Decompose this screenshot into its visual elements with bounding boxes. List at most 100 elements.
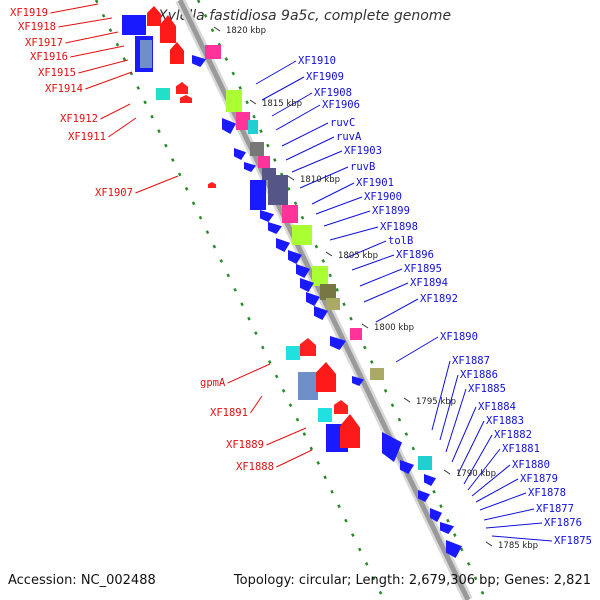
gene-feature-28 [276, 238, 290, 252]
reverse-gene-label: XF1899 [372, 205, 410, 217]
gene-feature-33 [326, 298, 340, 310]
gene-feature-6 [170, 42, 184, 64]
reverse-leader-line [475, 478, 519, 503]
gene-feature-56 [424, 474, 436, 486]
reverse-gene-label: XF1892 [420, 293, 458, 305]
reverse-leader-line [457, 420, 485, 475]
gene-feature-31 [312, 266, 328, 286]
scale-tick-label: 1790 kbp [456, 469, 496, 479]
gene-features [122, 6, 462, 558]
reverse-gene-label: XF1876 [544, 517, 582, 529]
reverse-leader-line [485, 522, 543, 529]
gene-feature-41 [286, 346, 300, 360]
reverse-gene-label: XF1880 [512, 459, 550, 471]
gene-feature-12 [192, 55, 206, 67]
reverse-leader-line [271, 92, 313, 117]
scale-tick-label: 1795 kbp [416, 397, 456, 407]
reverse-leader-line [275, 104, 321, 131]
forward-leader-line [50, 3, 99, 14]
gene-feature-32 [320, 284, 336, 300]
gene-feature-46 [334, 400, 348, 414]
reverse-gene-label: XF1884 [478, 401, 516, 413]
gene-feature-48 [340, 414, 360, 448]
reverse-leader-line [359, 268, 403, 287]
scale-tick-label: 1785 kbp [498, 541, 538, 551]
reverse-leader-line [431, 360, 451, 431]
gene-feature-18 [258, 156, 270, 168]
reverse-gene-label: ruvB [350, 161, 375, 173]
forward-gene-label: XF1916 [30, 51, 68, 63]
forward-leader-line [70, 45, 125, 58]
tick-mark [287, 175, 295, 181]
forward-gene-label: XF1912 [60, 113, 98, 125]
reverse-leader-line [439, 374, 459, 441]
gene-feature-34 [300, 278, 314, 292]
accession-text: Accession: NC_002488 [8, 573, 156, 588]
reverse-gene-label: XF1909 [306, 71, 344, 83]
gene-feature-55 [446, 540, 462, 558]
tick-mark [403, 397, 411, 403]
gene-feature-5 [160, 15, 176, 43]
gene-labels: XF1919XF1918XF1917XF1916XF1915XF1914XF19… [10, 3, 592, 547]
reverse-gene-label: XF1895 [404, 263, 442, 275]
tick-mark [325, 251, 333, 257]
forward-leader-line [78, 59, 129, 74]
reverse-gene-label: XF1906 [322, 99, 360, 111]
gene-feature-42 [300, 338, 316, 356]
forward-gene-label: XF1911 [68, 131, 106, 143]
reverse-leader-line [463, 434, 493, 485]
reverse-gene-label: XF1875 [554, 535, 592, 547]
forward-gene-label: gpmA [200, 377, 226, 389]
gene-feature-1 [147, 6, 161, 26]
gene-feature-8 [156, 88, 170, 100]
reverse-leader-line [395, 336, 439, 363]
gene-feature-15 [222, 118, 236, 134]
scale-tick-label: 1815 kbp [262, 99, 302, 109]
reverse-gene-label: XF1908 [314, 87, 352, 99]
forward-gene-label: XF1889 [226, 439, 264, 451]
forward-gene-label: XF1917 [25, 37, 63, 49]
gene-feature-53 [430, 508, 442, 522]
map-title: Xylella fastidiosa 9a5c, complete genome [158, 8, 452, 24]
reverse-gene-label: XF1883 [486, 415, 524, 427]
reverse-gene-label: XF1903 [344, 145, 382, 157]
gene-feature-54 [440, 522, 454, 534]
gene-feature-24 [282, 205, 298, 223]
gene-feature-38 [330, 336, 346, 350]
forward-leader-line [100, 103, 131, 120]
gene-feature-50 [400, 460, 414, 474]
reverse-leader-line [363, 282, 409, 303]
forward-leader-line [266, 427, 307, 446]
forward-gene-label: XF1919 [10, 7, 48, 19]
gene-feature-16 [248, 120, 258, 134]
reverse-gene-label: XF1878 [528, 487, 566, 499]
reverse-leader-line [315, 196, 363, 215]
reverse-leader-line [255, 60, 297, 85]
reverse-gene-label: tolB [388, 235, 413, 247]
reverse-gene-label: XF1877 [536, 503, 574, 515]
gene-feature-2 [122, 15, 146, 35]
gene-feature-29 [288, 250, 302, 264]
scale-tick-label: 1800 kbp [374, 323, 414, 333]
forward-gene-label: XF1914 [45, 83, 83, 95]
reverse-leader-line [291, 150, 343, 173]
gene-feature-30 [296, 264, 310, 278]
reverse-leader-line [491, 535, 553, 542]
gene-feature-17 [250, 142, 264, 156]
reverse-gene-label: XF1900 [364, 191, 402, 203]
reverse-gene-label: XF1881 [502, 443, 540, 455]
gene-feature-52 [418, 490, 430, 502]
tick-mark [485, 541, 493, 547]
reverse-leader-line [471, 464, 511, 497]
reverse-gene-label: XF1898 [380, 221, 418, 233]
reverse-gene-label: ruvA [336, 131, 362, 143]
gene-feature-45 [318, 408, 332, 422]
reverse-leader-line [375, 298, 419, 323]
reverse-leader-line [479, 492, 527, 511]
gene-feature-13 [226, 90, 242, 112]
scale-tick-label: 1820 kbp [226, 26, 266, 36]
reverse-leader-line [329, 226, 379, 241]
tick-mark [213, 26, 221, 32]
